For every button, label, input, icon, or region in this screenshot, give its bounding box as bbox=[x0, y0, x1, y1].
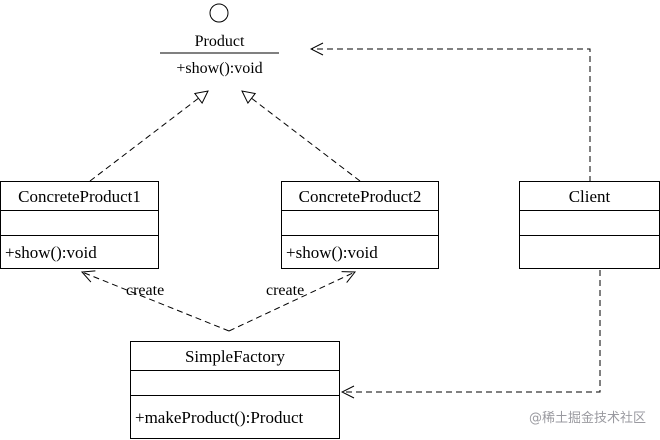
simple-factory-name: SimpleFactory bbox=[131, 342, 339, 371]
concrete-product1-class[interactable]: ConcreteProduct1 +show():void bbox=[0, 181, 159, 269]
concrete-product1-attributes bbox=[1, 211, 158, 236]
client-operations bbox=[520, 236, 659, 268]
watermark: @稀土掘金技术社区 bbox=[528, 411, 646, 426]
client-name: Client bbox=[520, 182, 659, 211]
dependency-client-to-product bbox=[311, 49, 591, 182]
concrete-product2-attributes bbox=[282, 211, 438, 236]
create-factory-to-concrete2 bbox=[228, 272, 355, 332]
client-attributes bbox=[520, 211, 659, 236]
realization-concrete2-to-product bbox=[242, 91, 361, 182]
concrete-product1-name: ConcreteProduct1 bbox=[1, 182, 158, 211]
realization-concrete1-to-product bbox=[89, 91, 208, 182]
concrete-product2-operation: +show():void bbox=[286, 242, 378, 262]
dependency-client-to-factory bbox=[342, 270, 601, 392]
interface-lollipop-icon bbox=[209, 3, 229, 23]
simple-factory-attributes bbox=[131, 371, 339, 396]
create-label-left: create bbox=[126, 282, 165, 299]
concrete-product2-name: ConcreteProduct2 bbox=[282, 182, 438, 211]
concrete-product2-class[interactable]: ConcreteProduct2 +show():void bbox=[281, 181, 439, 269]
product-name[interactable]: Product bbox=[194, 33, 245, 50]
client-class[interactable]: Client bbox=[519, 181, 660, 269]
create-label-right: create bbox=[266, 282, 305, 299]
concrete-product1-operation: +show():void bbox=[5, 242, 97, 262]
simple-factory-operation: +makeProduct():Product bbox=[135, 407, 304, 427]
simple-factory-class[interactable]: SimpleFactory +makeProduct():Product bbox=[130, 341, 340, 439]
create-factory-to-concrete1 bbox=[82, 272, 230, 332]
product-operation[interactable]: +show():void bbox=[176, 60, 263, 77]
